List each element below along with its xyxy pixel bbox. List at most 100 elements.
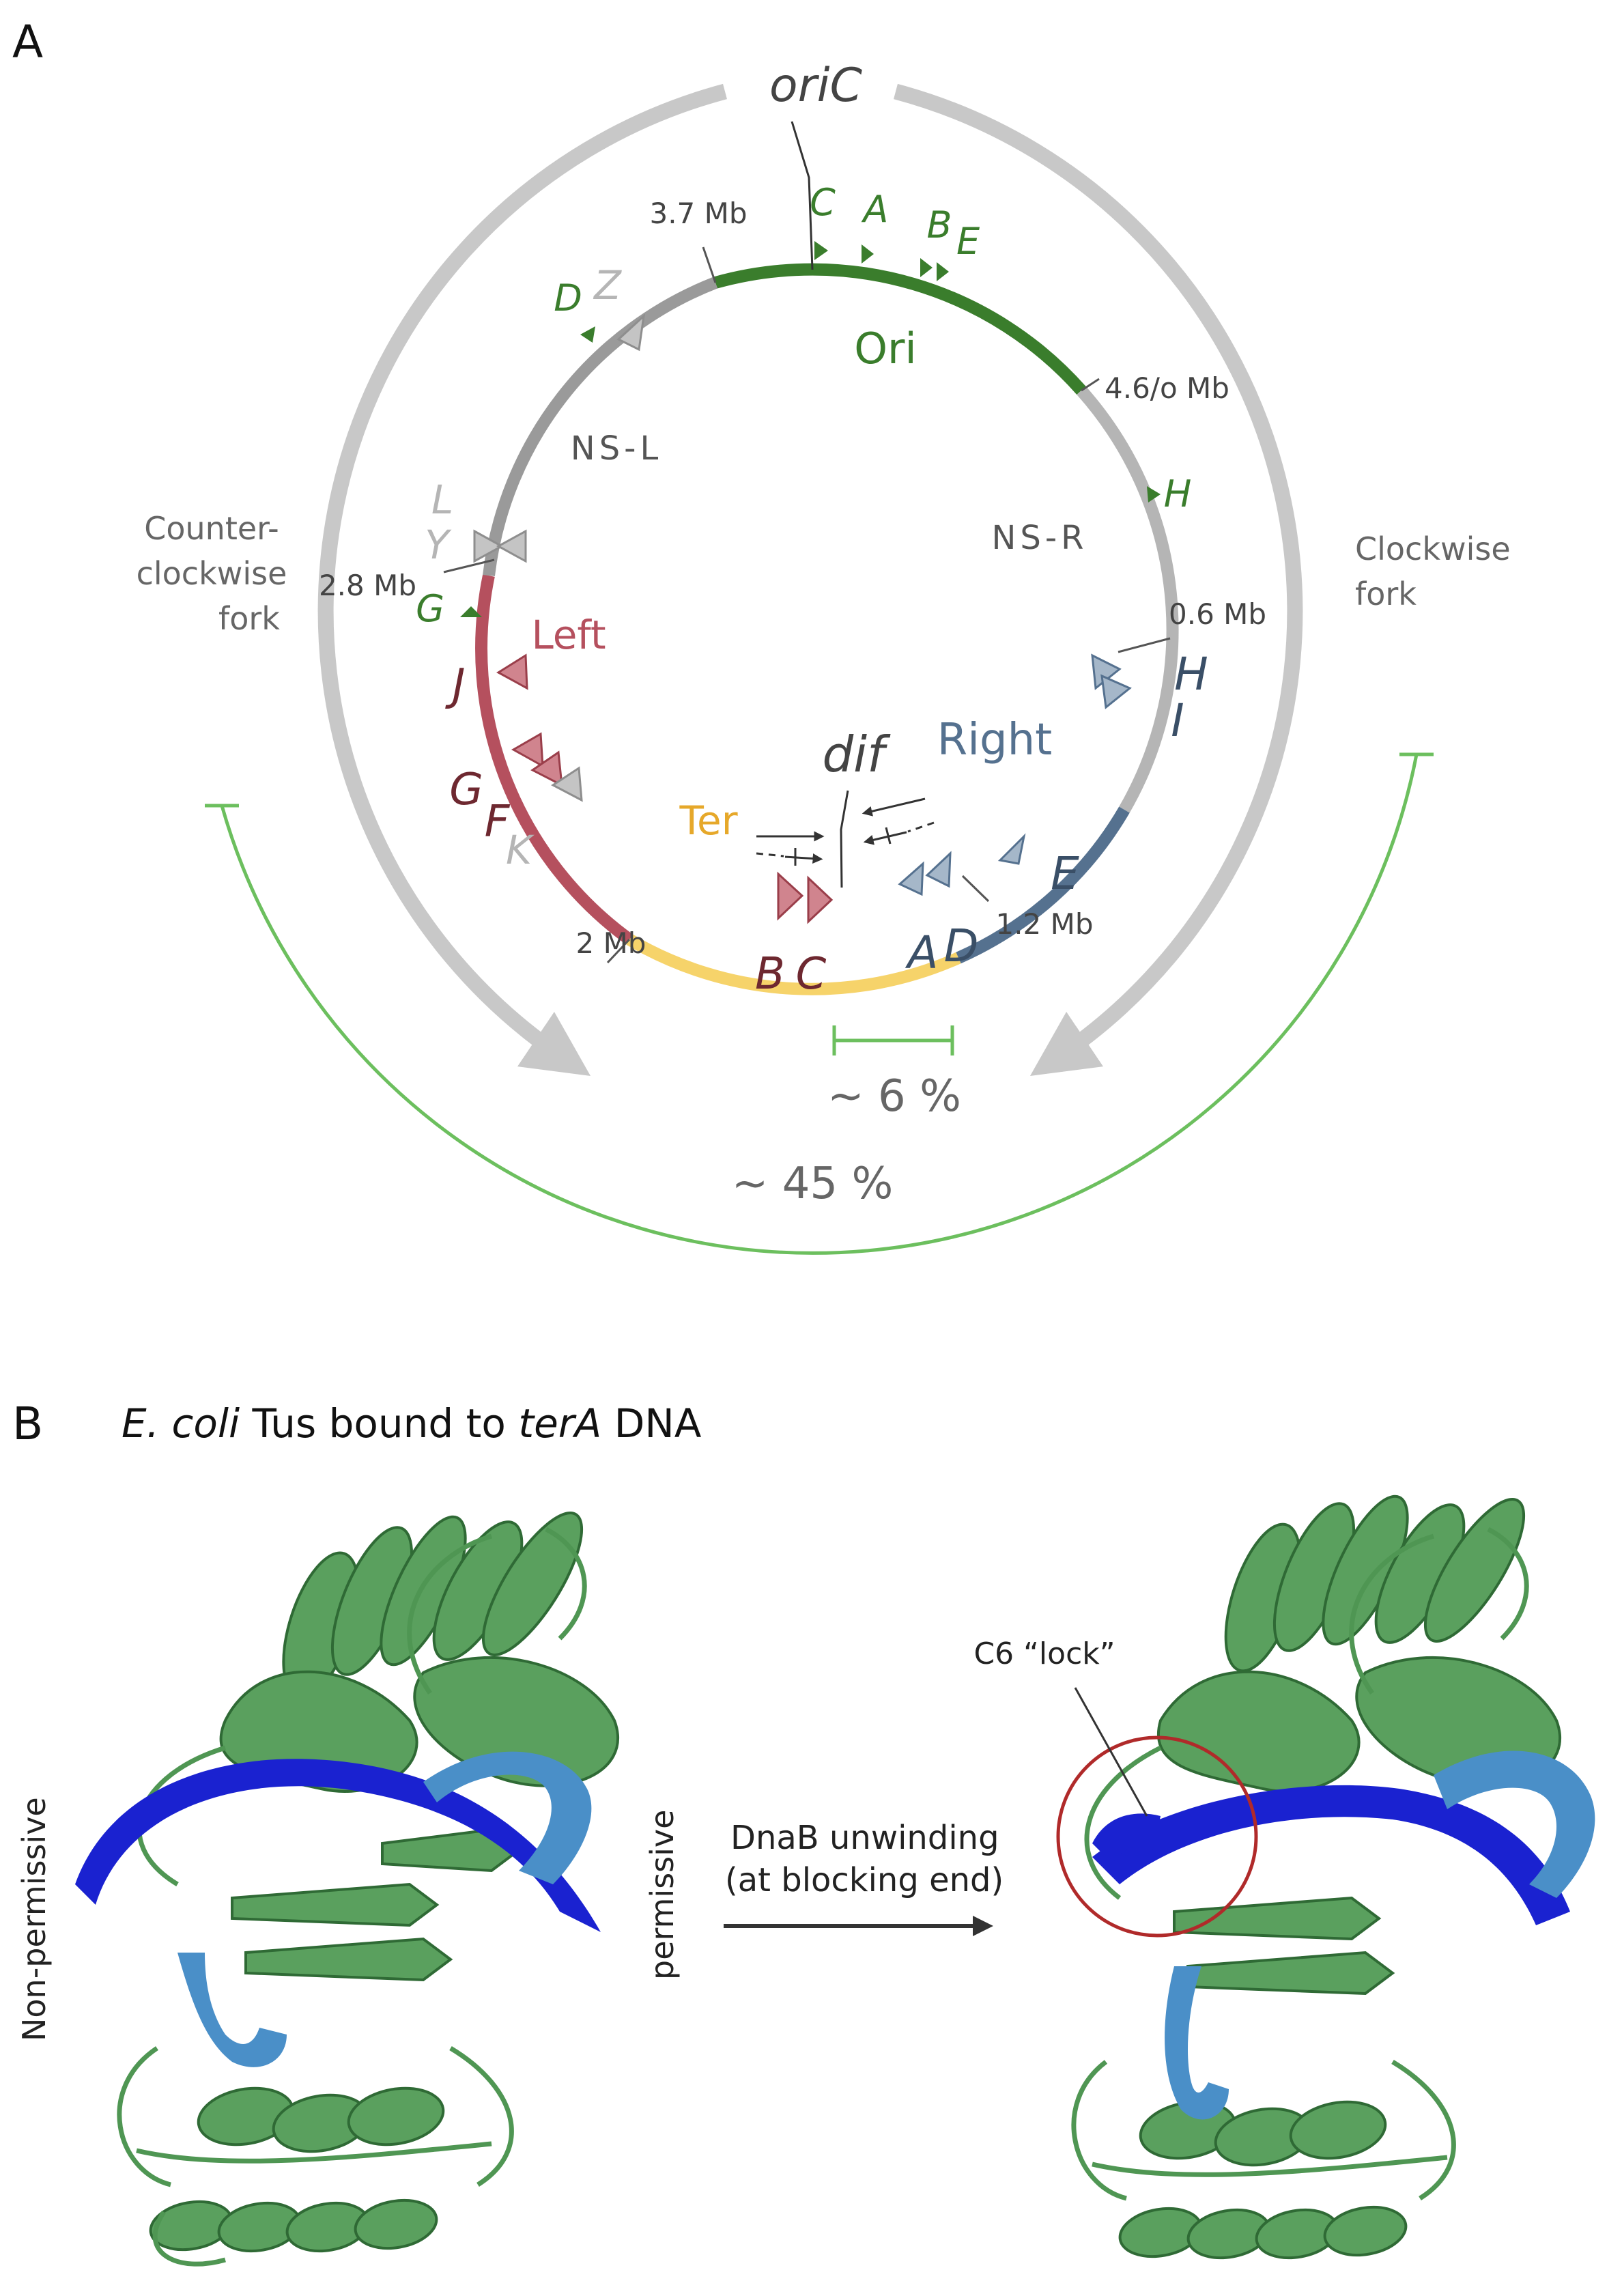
site-g-arrow xyxy=(460,606,482,617)
region-ori-arc xyxy=(713,263,1086,395)
right-site-labels: H I E A D xyxy=(905,648,1208,979)
outer-span-label: ~ 45 % xyxy=(732,1159,894,1209)
site-d-right-label: D xyxy=(944,920,979,972)
tus-protein-left xyxy=(149,1512,620,2253)
ter-d-marker xyxy=(925,851,952,888)
ter-g-marker xyxy=(511,732,544,768)
svg-text:Clockwise: Clockwise xyxy=(1355,530,1511,567)
svg-text:fork: fork xyxy=(1355,576,1417,612)
dna-strand-right-2 xyxy=(1434,1751,1595,1898)
dif-label: dif xyxy=(822,726,891,783)
ter-z-marker xyxy=(616,313,646,352)
region-left-arc xyxy=(475,574,634,945)
svg-text:clockwise: clockwise xyxy=(137,555,287,592)
site-z-label: Z xyxy=(593,262,622,309)
ter-j-marker xyxy=(496,653,528,690)
position-4-6-mb: 4.6/o Mb xyxy=(1105,371,1229,405)
ter-f-marker xyxy=(530,750,563,787)
site-b-left-label: B xyxy=(755,949,785,1000)
svg-text:fork: fork xyxy=(218,600,280,637)
tus-protein-right xyxy=(1118,1494,1562,2260)
dna-strand-right-3 xyxy=(1165,1966,1229,2120)
panel-a: A oriC Ori NS-L NS-R Left R xyxy=(12,16,1511,1255)
site-a-right-label: A xyxy=(905,926,938,979)
site-h-arrow xyxy=(1147,486,1161,502)
ter-y-marker xyxy=(496,529,527,563)
left-site-labels: J G F B C xyxy=(445,660,827,1000)
region-right-arc xyxy=(956,806,1130,964)
inner-span-label: ~ 6 % xyxy=(827,1071,961,1122)
region-ter-arc xyxy=(626,934,961,995)
svg-text:Counter-: Counter- xyxy=(144,510,279,547)
dna-strand-left-2 xyxy=(423,1751,592,1884)
site-h-right-label: H xyxy=(1174,648,1208,700)
position-2-8-mb: 2.8 Mb xyxy=(319,569,416,602)
site-e-label: E xyxy=(956,220,980,263)
ter-l-marker xyxy=(473,529,504,563)
region-ns-right-arc xyxy=(1077,386,1179,813)
site-e-arrow xyxy=(937,262,949,281)
position-0-6-mb: 0.6 Mb xyxy=(1169,597,1266,631)
site-b-arrow xyxy=(920,258,933,277)
site-f-label: F xyxy=(485,797,511,847)
left-label: Left xyxy=(531,612,606,658)
outer-span-arc xyxy=(220,754,1419,1255)
dna-strand-left-1 xyxy=(75,1759,601,1932)
structure-non-permissive xyxy=(75,1512,620,2267)
permissive-label: permissive xyxy=(644,1810,681,1980)
panel-b: B E. coli Tus bound to terA DNA xyxy=(12,1398,1595,2267)
ter-label: Ter xyxy=(679,797,737,844)
structure-permissive xyxy=(1071,1494,1595,2260)
ter-c-marker xyxy=(807,875,834,924)
position-1-2-mb: 1.2 Mb xyxy=(995,907,1093,941)
site-a-arrow xyxy=(862,244,874,264)
arrow-label-line2: (at blocking end) xyxy=(725,1861,1004,1899)
site-c-label: C xyxy=(810,181,836,224)
c6-lock-base xyxy=(1092,1813,1161,1864)
ori-label: Ori xyxy=(854,324,917,373)
counterclockwise-fork-label: Counter- clockwise fork xyxy=(137,510,287,637)
site-c-arrow xyxy=(814,241,828,260)
dna-strand-left-3 xyxy=(177,1953,287,2067)
ter-i-marker xyxy=(1100,674,1132,709)
site-c-left-label: C xyxy=(796,949,827,1000)
position-2-mb: 2 Mb xyxy=(576,926,646,960)
dif-pointer xyxy=(840,790,849,888)
site-d-label: D xyxy=(554,277,582,320)
position-3-7-mb: 3.7 Mb xyxy=(649,197,747,230)
counterclockwise-fork-arrow xyxy=(317,83,727,1077)
ter-e-marker xyxy=(997,833,1026,865)
arrow-label-line1: DnaB unwinding xyxy=(730,1819,999,1857)
region-ns-left-arc xyxy=(483,277,718,577)
site-g-label: G xyxy=(416,587,444,630)
site-a-label: A xyxy=(862,188,889,231)
oric-label: oriC xyxy=(769,59,862,113)
panel-b-label: B xyxy=(12,1398,43,1450)
dif-convergent-arrows xyxy=(756,797,935,866)
chromosome-circle xyxy=(475,263,1179,995)
clockwise-fork-arrow xyxy=(894,83,1303,1077)
panel-b-title: E. coli Tus bound to terA DNA xyxy=(122,1400,702,1447)
site-k-label: K xyxy=(506,827,535,873)
site-i-label: I xyxy=(1171,694,1184,747)
c6-lock-pointer xyxy=(1074,1687,1148,1817)
site-g-left-label: G xyxy=(449,765,483,815)
green-site-arrows xyxy=(460,241,1161,617)
ter-site-markers xyxy=(473,313,1132,924)
ns-left-label: NS-L xyxy=(571,429,662,468)
ter-b-marker xyxy=(777,871,804,921)
dna-strand-right-1 xyxy=(1092,1785,1570,1925)
c6-lock-label: C6 “lock” xyxy=(973,1636,1115,1671)
tus-loops-right xyxy=(1071,1527,1529,2201)
site-y-label: Y xyxy=(425,522,452,568)
ter-a-marker xyxy=(898,861,924,896)
site-d-arrow xyxy=(580,326,595,343)
site-b-label: B xyxy=(926,203,952,246)
site-j-label: J xyxy=(445,660,466,711)
c6-lock-circle xyxy=(1056,1735,1258,1938)
ns-right-label: NS-R xyxy=(991,519,1087,557)
clockwise-fork-label: Clockwise fork xyxy=(1355,530,1511,612)
non-permissive-label: Non-permissive xyxy=(16,1797,53,2041)
ter-k-marker xyxy=(551,766,583,802)
